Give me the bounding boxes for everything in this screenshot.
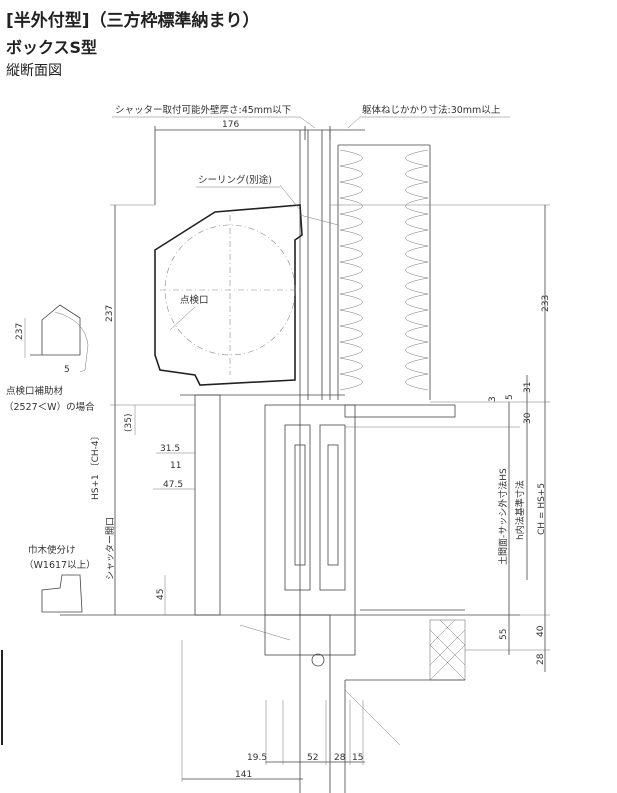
bottom-dimensions: 19.5 52 28 15 141 xyxy=(181,640,365,782)
view-name: 縦断面図 xyxy=(6,63,62,79)
dim-31: 31 xyxy=(523,382,533,393)
inspection-aux-detail: 237 5 点検口補助材 （2527＜W）の場合 巾木使分け （W1617以上） xyxy=(4,304,96,613)
dim-35: (35) xyxy=(124,414,134,432)
sealing-note: シーリング(別途) xyxy=(198,174,272,186)
dim-45: 45 xyxy=(156,589,166,600)
dim-237: 237 xyxy=(105,305,115,322)
dim-31-5: 31.5 xyxy=(160,444,180,454)
dim-55: 55 xyxy=(499,629,509,640)
dim-28: 28 xyxy=(334,753,346,763)
wall-thickness-note: シャッター取付可能外壁厚さ:45mm以下 xyxy=(115,104,291,116)
inner-ref-label: h内法基準寸法 xyxy=(514,480,526,540)
drawing-subtitle: ボックスS型 xyxy=(6,38,98,57)
dim-3: 3 xyxy=(488,396,498,402)
baseboard-label: 巾木使分け xyxy=(28,544,76,556)
floor-to-sash-label: 土間面-サッシ外寸法HS xyxy=(497,468,509,565)
inspection-aux-condition: （2527＜W）の場合 xyxy=(4,401,95,413)
dim-40: 40 xyxy=(536,625,546,637)
inspection-aux-label: 点検口補助材 xyxy=(6,385,64,397)
left-dimensions: 237 (35) HS+1 〔CH-4〕 シャッター開口 31.5 11 47.… xyxy=(90,204,195,615)
right-dimensions: 233 31 5 3 30 土間面-サッシ外寸法HS h内法基準寸法 CH = … xyxy=(330,204,551,672)
dim-52: 52 xyxy=(307,753,318,763)
shutter-opening-label: シャッター開口 xyxy=(105,517,116,580)
dim-28-right: 28 xyxy=(536,653,546,665)
ch-formula-label: CH = HS+5 xyxy=(537,483,547,535)
sash-frame xyxy=(180,394,356,667)
dim-47-5: 47.5 xyxy=(163,480,183,490)
dim-233: 233 xyxy=(541,295,551,312)
baseboard-condition: （W1617以上） xyxy=(24,559,96,571)
shutter-box: シーリング(別途) 点検口 xyxy=(154,174,339,386)
inset-dim-237: 237 xyxy=(15,323,25,340)
inset-dim-5: 5 xyxy=(64,365,70,375)
top-annotations: シャッター取付可能外壁厚さ:45mm以下 躯体ねじかかり寸法:30mm以上 17… xyxy=(112,104,510,205)
dim-30: 30 xyxy=(523,412,533,424)
screw-depth-note: 躯体ねじかかり寸法:30mm以上 xyxy=(362,104,501,116)
hs-label: HS+1 〔CH-4〕 xyxy=(90,431,101,500)
dim-19-5: 19.5 xyxy=(247,753,267,763)
wall-structure xyxy=(60,130,520,793)
dim-15: 15 xyxy=(352,753,363,763)
dim-5: 5 xyxy=(505,394,515,400)
inspection-port-label: 点検口 xyxy=(180,294,209,306)
dim-11: 11 xyxy=(170,461,181,471)
dim-176: 176 xyxy=(222,120,239,130)
drawing-title: [半外付型]（三方枠標準納まり） xyxy=(6,11,260,31)
dim-141: 141 xyxy=(235,770,252,780)
